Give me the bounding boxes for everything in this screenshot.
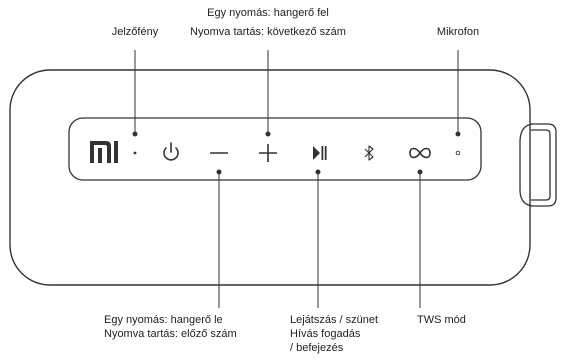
- tws-infinity-icon[interactable]: [409, 147, 431, 159]
- label-play-line2: Hívás fogadás: [290, 328, 361, 340]
- label-plus-line1: Egy nyomás: hangerő fel: [207, 7, 329, 19]
- mi-logo-icon: [90, 141, 118, 163]
- label-microphone: Mikrofon: [436, 26, 480, 38]
- label-play-line3: / befejezés: [290, 342, 344, 354]
- label-minus-line1: Egy nyomás: hangerő le: [104, 314, 223, 326]
- label-indicator: Jelzőfény: [111, 26, 159, 38]
- plus-icon[interactable]: [259, 144, 277, 162]
- power-icon[interactable]: [163, 142, 179, 161]
- strap: [519, 123, 557, 207]
- microphone-dot-icon: [455, 150, 461, 156]
- label-tws: TWS mód: [417, 314, 466, 326]
- label-play-line1: Lejátszás / szünet: [290, 314, 379, 326]
- label-minus-line2: Nyomva tartás: előző szám: [104, 328, 237, 340]
- callout-lines: [132, 50, 461, 308]
- play-pause-icon[interactable]: [313, 146, 327, 160]
- control-panel: [68, 117, 482, 181]
- indicator-dot-icon: [133, 151, 137, 155]
- bluetooth-icon[interactable]: [364, 145, 374, 161]
- label-plus-line2: Nyomva tartás: következő szám: [190, 26, 346, 38]
